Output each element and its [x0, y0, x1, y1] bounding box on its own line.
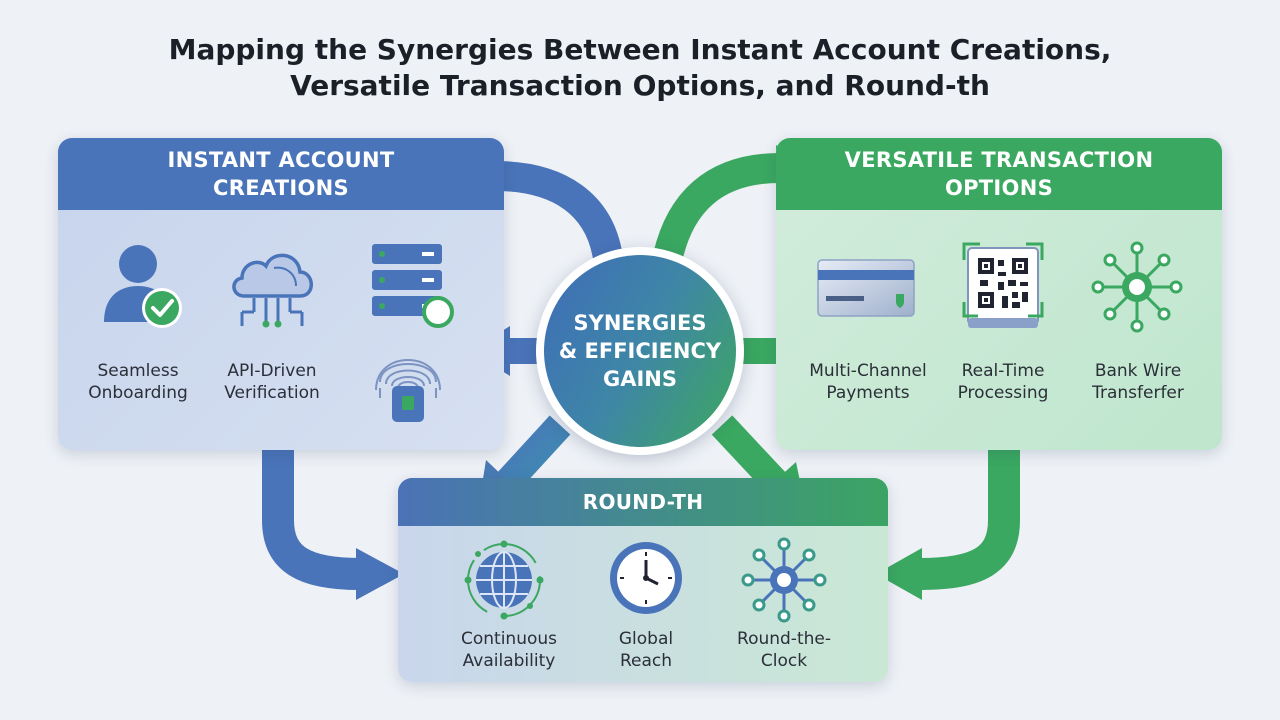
- real-time-processing-label: Real-Time Processing: [957, 361, 1049, 403]
- network-node-icon: [741, 537, 827, 623]
- hub-line-3: GAINS: [602, 367, 677, 391]
- title-line-2: Versatile Transaction Options, and Round…: [290, 69, 990, 102]
- left-panel-heading: INSTANT ACCOUNT CREATIONS: [58, 138, 504, 210]
- multi-channel-payments-label: Multi-Channel Payments: [809, 361, 927, 403]
- network-node-icon: [1091, 241, 1183, 333]
- server-stack-icon: [372, 244, 454, 328]
- continuous-availability-label: Continuous Availability: [460, 629, 557, 671]
- hub-label: SYNERGIES & EFFICIENCY GAINS: [544, 255, 736, 447]
- instant-account-creations-panel: INSTANT ACCOUNT CREATIONS Seamless Onboa…: [58, 138, 504, 450]
- api-driven-verification-label: API-Driven Verification: [224, 361, 320, 403]
- arrowhead-right-to-bottom: [876, 548, 922, 600]
- round-the-clock-label: Round-the- Clock: [737, 629, 831, 671]
- cloud-network-icon: [232, 253, 313, 328]
- right-heading-line-1: VERSATILE TRANSACTION: [844, 148, 1154, 172]
- title-line-1: Mapping the Synergies Between Instant Ac…: [168, 33, 1112, 66]
- arrow-hub-to-right: [653, 153, 781, 260]
- synergies-hub: SYNERGIES & EFFICIENCY GAINS: [536, 247, 744, 455]
- left-heading-line-1: INSTANT ACCOUNT: [167, 148, 395, 172]
- diagram-title: Mapping the Synergies Between Instant Ac…: [0, 32, 1280, 104]
- right-panel-heading: VERSATILE TRANSACTION OPTIONS: [776, 138, 1222, 210]
- right-heading-line-2: OPTIONS: [944, 176, 1054, 200]
- left-heading-line-2: CREATIONS: [213, 176, 349, 200]
- user-check-icon: [104, 245, 182, 328]
- bank-wire-transfer-label: Bank Wire Transferfer: [1092, 361, 1184, 403]
- bottom-panel-heading: ROUND-TH: [398, 478, 888, 526]
- arrow-left-to-bottom: [262, 448, 361, 590]
- arrow-hub-to-bottom-left: [494, 415, 571, 495]
- arrowhead-left-to-bottom: [356, 548, 404, 600]
- arrow-hub-to-bottom-right: [711, 415, 791, 497]
- clock-icon: [610, 542, 682, 614]
- hub-line-2: & EFFICIENCY: [558, 339, 722, 363]
- round-th-panel: ROUND-TH Continuous Availability Global …: [398, 478, 888, 682]
- arrow-right-to-bottom: [919, 448, 1020, 590]
- fingerprint-icon: [375, 359, 441, 422]
- global-reach-label: Global Reach: [618, 629, 674, 671]
- arrow-left-to-hub: [494, 161, 623, 261]
- versatile-transaction-options-panel: VERSATILE TRANSACTION OPTIONS Multi-Chan…: [776, 138, 1222, 450]
- qr-code-icon: [962, 242, 1044, 328]
- globe-icon: [464, 540, 544, 620]
- credit-card-icon: [817, 259, 915, 317]
- hub-line-1: SYNERGIES: [573, 311, 707, 335]
- seamless-onboarding-label: Seamless Onboarding: [88, 361, 188, 403]
